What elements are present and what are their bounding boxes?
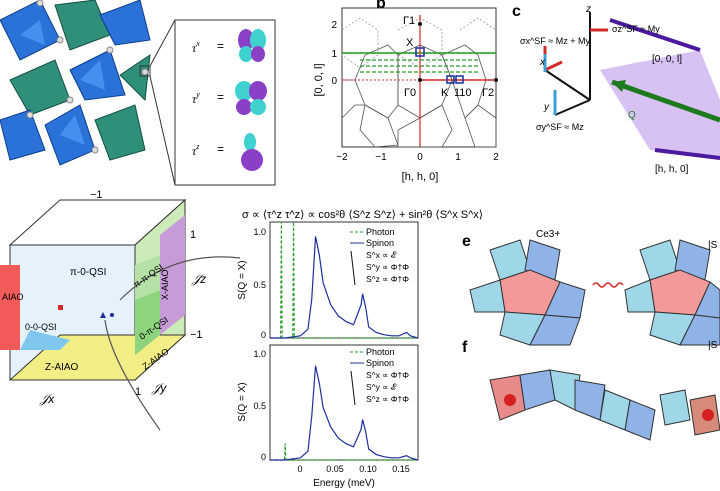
b-xtick-2: 0 xyxy=(417,152,423,163)
left-aiao-label: AIAO xyxy=(2,292,24,302)
series-line-photon-1 xyxy=(270,443,418,461)
ce3-label: Ce3+ xyxy=(536,229,560,240)
bottom-legend-spinon: Spinon xyxy=(366,358,394,368)
axis-x-label: x xyxy=(539,57,546,68)
xtick-010: 0.10 xyxy=(359,464,377,474)
z-aiao-bottom-label: Z-AIAO xyxy=(45,362,79,373)
wavy-arrow xyxy=(592,282,624,288)
x-point-label: X xyxy=(406,37,414,49)
k-point-label: K xyxy=(441,87,449,99)
bottom-ylabel: S(Q = X) xyxy=(237,382,248,421)
jz-label: 𝒥z xyxy=(191,272,206,286)
tau-y-label: τy xyxy=(192,90,200,106)
top-bracket-3: S^z ∝ Φ†Φ xyxy=(366,274,409,284)
jx-label: 𝒥x xyxy=(39,392,55,406)
xtick-0: 0 xyxy=(297,464,302,474)
bottom-ytick-05: 0.5 xyxy=(253,401,266,411)
vec-hh0-label: [h, h, 0] xyxy=(655,164,689,175)
pt-110-label: 110 xyxy=(454,87,472,99)
bottom-bracket-2: S^y ∝ 𝓔 xyxy=(366,382,397,392)
b-ytick-2: 2 xyxy=(331,20,337,31)
series-line-spinon-1 xyxy=(270,365,419,461)
top-bracket-2: S^y ∝ Φ†Φ xyxy=(366,262,409,272)
b-ytick-0: 0 xyxy=(331,76,337,87)
top-bracket-1: S^x ∝ 𝓔 xyxy=(366,250,397,260)
top-legend-photon: Photon xyxy=(366,227,395,237)
bottom-ytick-0: 0 xyxy=(261,452,266,462)
top-ytick-1: 1.0 xyxy=(253,227,266,237)
ket-top: |S xyxy=(708,240,718,251)
bottom-bracket-3: S^z ∝ Φ†Φ xyxy=(366,394,409,404)
panel-e-letter: e xyxy=(462,233,471,250)
bottom-bracket-1: S^x ∝ Φ†Φ xyxy=(366,370,409,380)
xtick-005: 0.05 xyxy=(326,464,344,474)
zoom-box xyxy=(139,65,151,77)
vec-001-label: [0, 0, l] xyxy=(652,54,682,65)
tau-x-equals: = xyxy=(217,39,224,53)
top-ylabel: S(Q = X) xyxy=(237,260,248,299)
jy-label: 𝒥y xyxy=(151,381,167,395)
sigma-equation: σ ∝ ⟨τ^z τ^z⟩ ∝ cos²θ ⟨S^z S^z⟩ + sin²θ … xyxy=(242,209,483,221)
b-ytick-1: 1 xyxy=(331,49,337,60)
b-xtick-3: 1 xyxy=(455,152,461,163)
gamma2-label: Γ2 xyxy=(482,87,494,99)
cube-top-tick: −1 xyxy=(90,189,103,201)
b-xtick-1: −1 xyxy=(375,152,387,163)
b-xlabel: [h, h, 0] xyxy=(402,171,439,183)
tau-z-equals: = xyxy=(217,142,224,156)
axis-y-label: y xyxy=(543,102,550,113)
tau-x-label: τx xyxy=(192,39,200,55)
sigma-y-label: σy^SF ≈ Mz xyxy=(536,122,584,132)
top-ytick-0: 0 xyxy=(261,330,266,340)
zero-0-qsi-label: 0-0-QSI xyxy=(25,322,57,332)
x-axis-label: Energy (meV) xyxy=(313,478,375,489)
tau-y-orbital xyxy=(235,81,267,115)
tau-z-label: τz xyxy=(192,142,200,158)
zoom-line-bottom xyxy=(149,75,176,186)
tau-x-orbital xyxy=(238,29,266,62)
panel-c-letter: c xyxy=(512,3,521,20)
tau-z-orbital xyxy=(241,133,263,171)
cube-right-tick-neg: −1 xyxy=(190,329,203,341)
phase-cube xyxy=(0,198,241,431)
bottom-legend-photon: Photon xyxy=(366,347,395,357)
b-xtick-0: −2 xyxy=(336,152,348,163)
gamma0-label: Γ0 xyxy=(404,87,416,99)
panel-f-chain xyxy=(489,369,720,441)
cube-right-tick: 1 xyxy=(190,229,196,241)
axis-z-label: z xyxy=(585,4,591,15)
top-bracket-line xyxy=(350,250,356,286)
vec-q-label: Q xyxy=(628,110,636,121)
panel-b-letter: b xyxy=(376,0,386,12)
bottom-plot-frame xyxy=(269,344,419,461)
panel-c-axes xyxy=(543,12,720,160)
tau-y-equals: = xyxy=(217,90,224,104)
ket-bottom: |S xyxy=(708,340,718,351)
b-xtick-4: 2 xyxy=(493,152,499,163)
cube-bottom-tick: 1 xyxy=(135,386,141,398)
top-legend-spinon: Spinon xyxy=(366,238,394,248)
bottom-bracket-line xyxy=(350,370,356,406)
panel-e-lattice-right xyxy=(624,239,720,346)
top-plot-series xyxy=(270,221,419,339)
series-line-spinon-0 xyxy=(270,236,419,339)
panel-e-lattice-left xyxy=(469,239,586,346)
zoom-line-top xyxy=(149,19,176,67)
gamma1-label: Γ1 xyxy=(403,15,415,27)
pi-0-qsi-label: π-0-QSI xyxy=(70,267,106,278)
bottom-ytick-1: 1.0 xyxy=(253,349,266,359)
x-aiao-label: X-AIAO xyxy=(160,269,170,300)
sigma-z-label: σz^SF ≈ My xyxy=(612,24,660,34)
pyrochlore-lattice xyxy=(0,0,151,166)
bottom-plot-series xyxy=(270,365,419,461)
panel-b-plot xyxy=(341,7,498,148)
b-ylabel: [0, 0, l] xyxy=(313,63,325,96)
xtick-015: 0.15 xyxy=(392,464,410,474)
panel-f-letter: f xyxy=(462,339,468,356)
top-ytick-05: 0.5 xyxy=(253,280,266,290)
sigma-x-label: σx^SF ≈ Mz + My xyxy=(520,36,590,46)
